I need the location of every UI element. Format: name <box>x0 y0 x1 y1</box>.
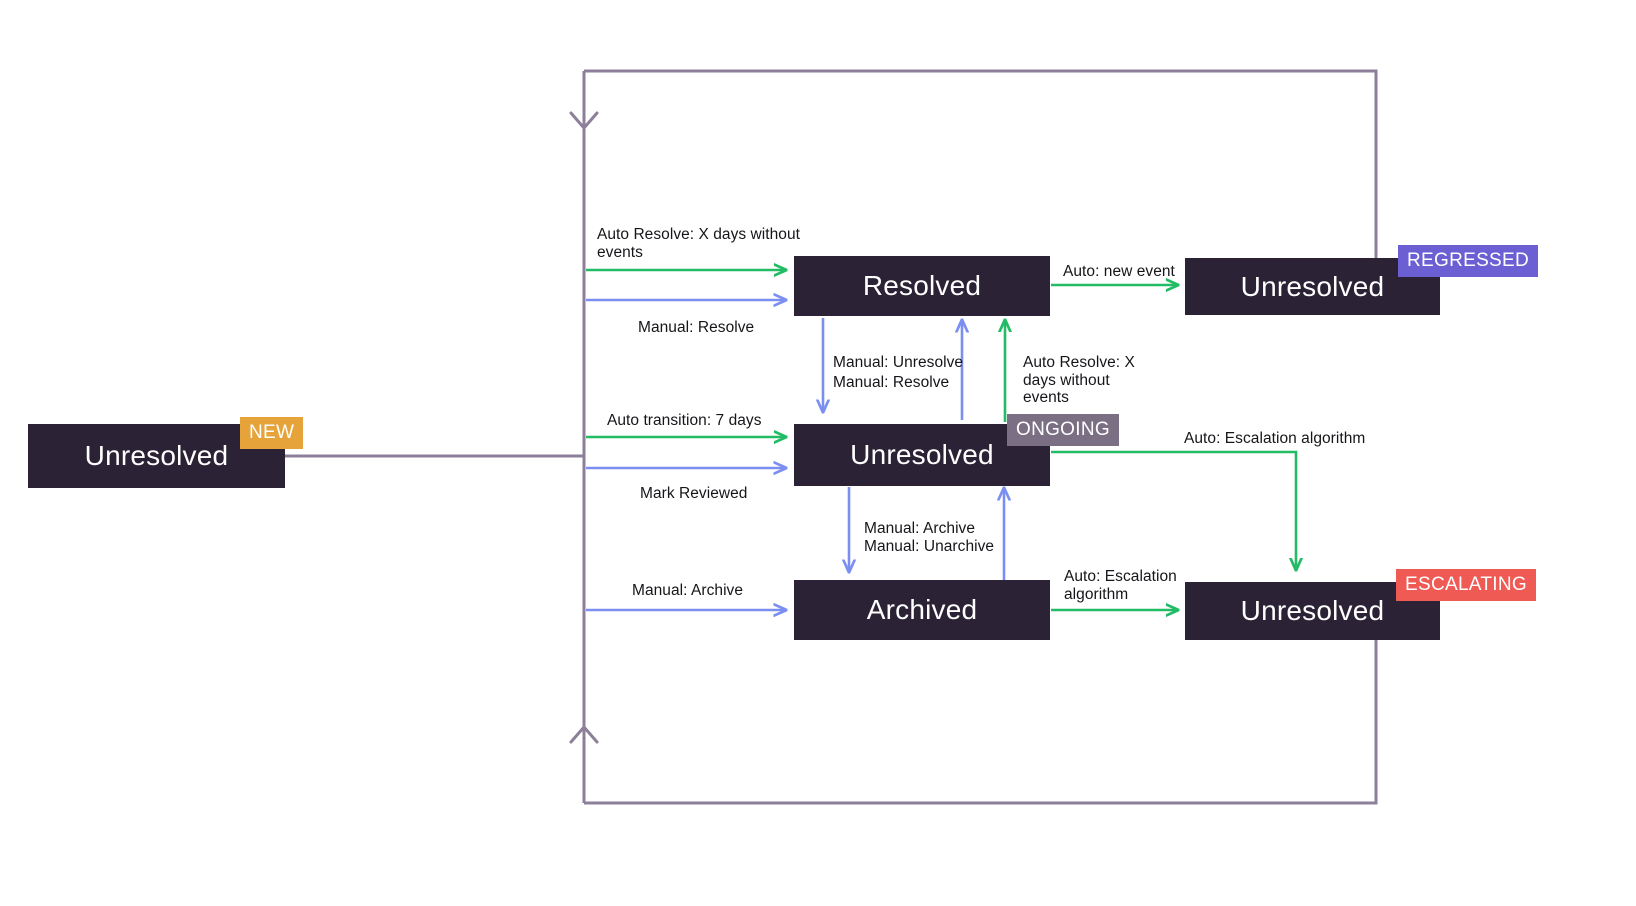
arrowhead-spine-up <box>569 724 599 744</box>
edge-label-auto-escalation-line1: Auto: Escalation <box>1064 568 1177 585</box>
edge-label-manual-unresolve-mid: Manual: Unresolve <box>833 354 964 371</box>
edge-label-auto-resolve-mid-line3: events <box>1023 389 1069 406</box>
status-badge-escalating: ESCALATING <box>1396 569 1536 601</box>
node-archived[interactable]: Archived <box>794 580 1050 640</box>
edge-label-auto-resolve-x-days-line2: events <box>597 244 643 261</box>
edge-label-manual-unarchive-mid-line2: Manual: Unarchive <box>864 538 995 555</box>
edge-label-auto-escalation-top: Auto: Escalation algorithm <box>1184 430 1366 447</box>
node-label: Unresolved <box>84 440 229 471</box>
edge-label-manual-archive-mid-line1: Manual: Archive <box>864 520 976 537</box>
edge-label-manual-archive-bottom: Manual: Archive <box>632 582 744 599</box>
arrowhead-spine-down <box>569 111 599 131</box>
edge-label-auto-resolve-x-days-line1: Auto Resolve: X days without <box>597 226 801 243</box>
edge-label-auto-resolve-mid-line2: days without <box>1023 372 1110 389</box>
edge-label-manual-resolve-mid: Manual: Resolve <box>833 374 950 391</box>
node-label: Archived <box>866 594 978 625</box>
edge-label-auto-escalation-line2: algorithm <box>1064 586 1129 603</box>
node-regressed-unresolved[interactable]: Unresolved <box>1185 258 1440 315</box>
node-label: Unresolved <box>850 439 994 470</box>
node-label: Unresolved <box>1240 270 1385 302</box>
edge-label-auto-new-event: Auto: new event <box>1063 263 1175 280</box>
edge-label-auto-resolve-mid-line1: Auto Resolve: X <box>1023 354 1135 371</box>
status-badge-new: NEW <box>240 417 304 449</box>
status-badge-ongoing: ONGOING <box>1007 414 1119 446</box>
badge-label: REGRESSED <box>1407 250 1530 271</box>
edge-auto-escalation-top <box>1051 450 1296 570</box>
node-label: Unresolved <box>1240 595 1385 626</box>
edge-bottom-loop <box>584 640 1378 805</box>
badge-label: NEW <box>249 422 295 443</box>
edge-label-auto-transition-7-days: Auto transition: 7 days <box>607 412 762 429</box>
badge-label: ESCALATING <box>1405 574 1527 595</box>
node-label: Resolved <box>862 270 982 301</box>
status-badge-regressed: REGRESSED <box>1398 245 1539 277</box>
node-resolved[interactable]: Resolved <box>794 256 1050 316</box>
edge-label-mark-reviewed: Mark Reviewed <box>640 485 748 502</box>
badge-label: ONGOING <box>1016 419 1110 440</box>
edge-label-manual-resolve: Manual: Resolve <box>638 319 755 336</box>
